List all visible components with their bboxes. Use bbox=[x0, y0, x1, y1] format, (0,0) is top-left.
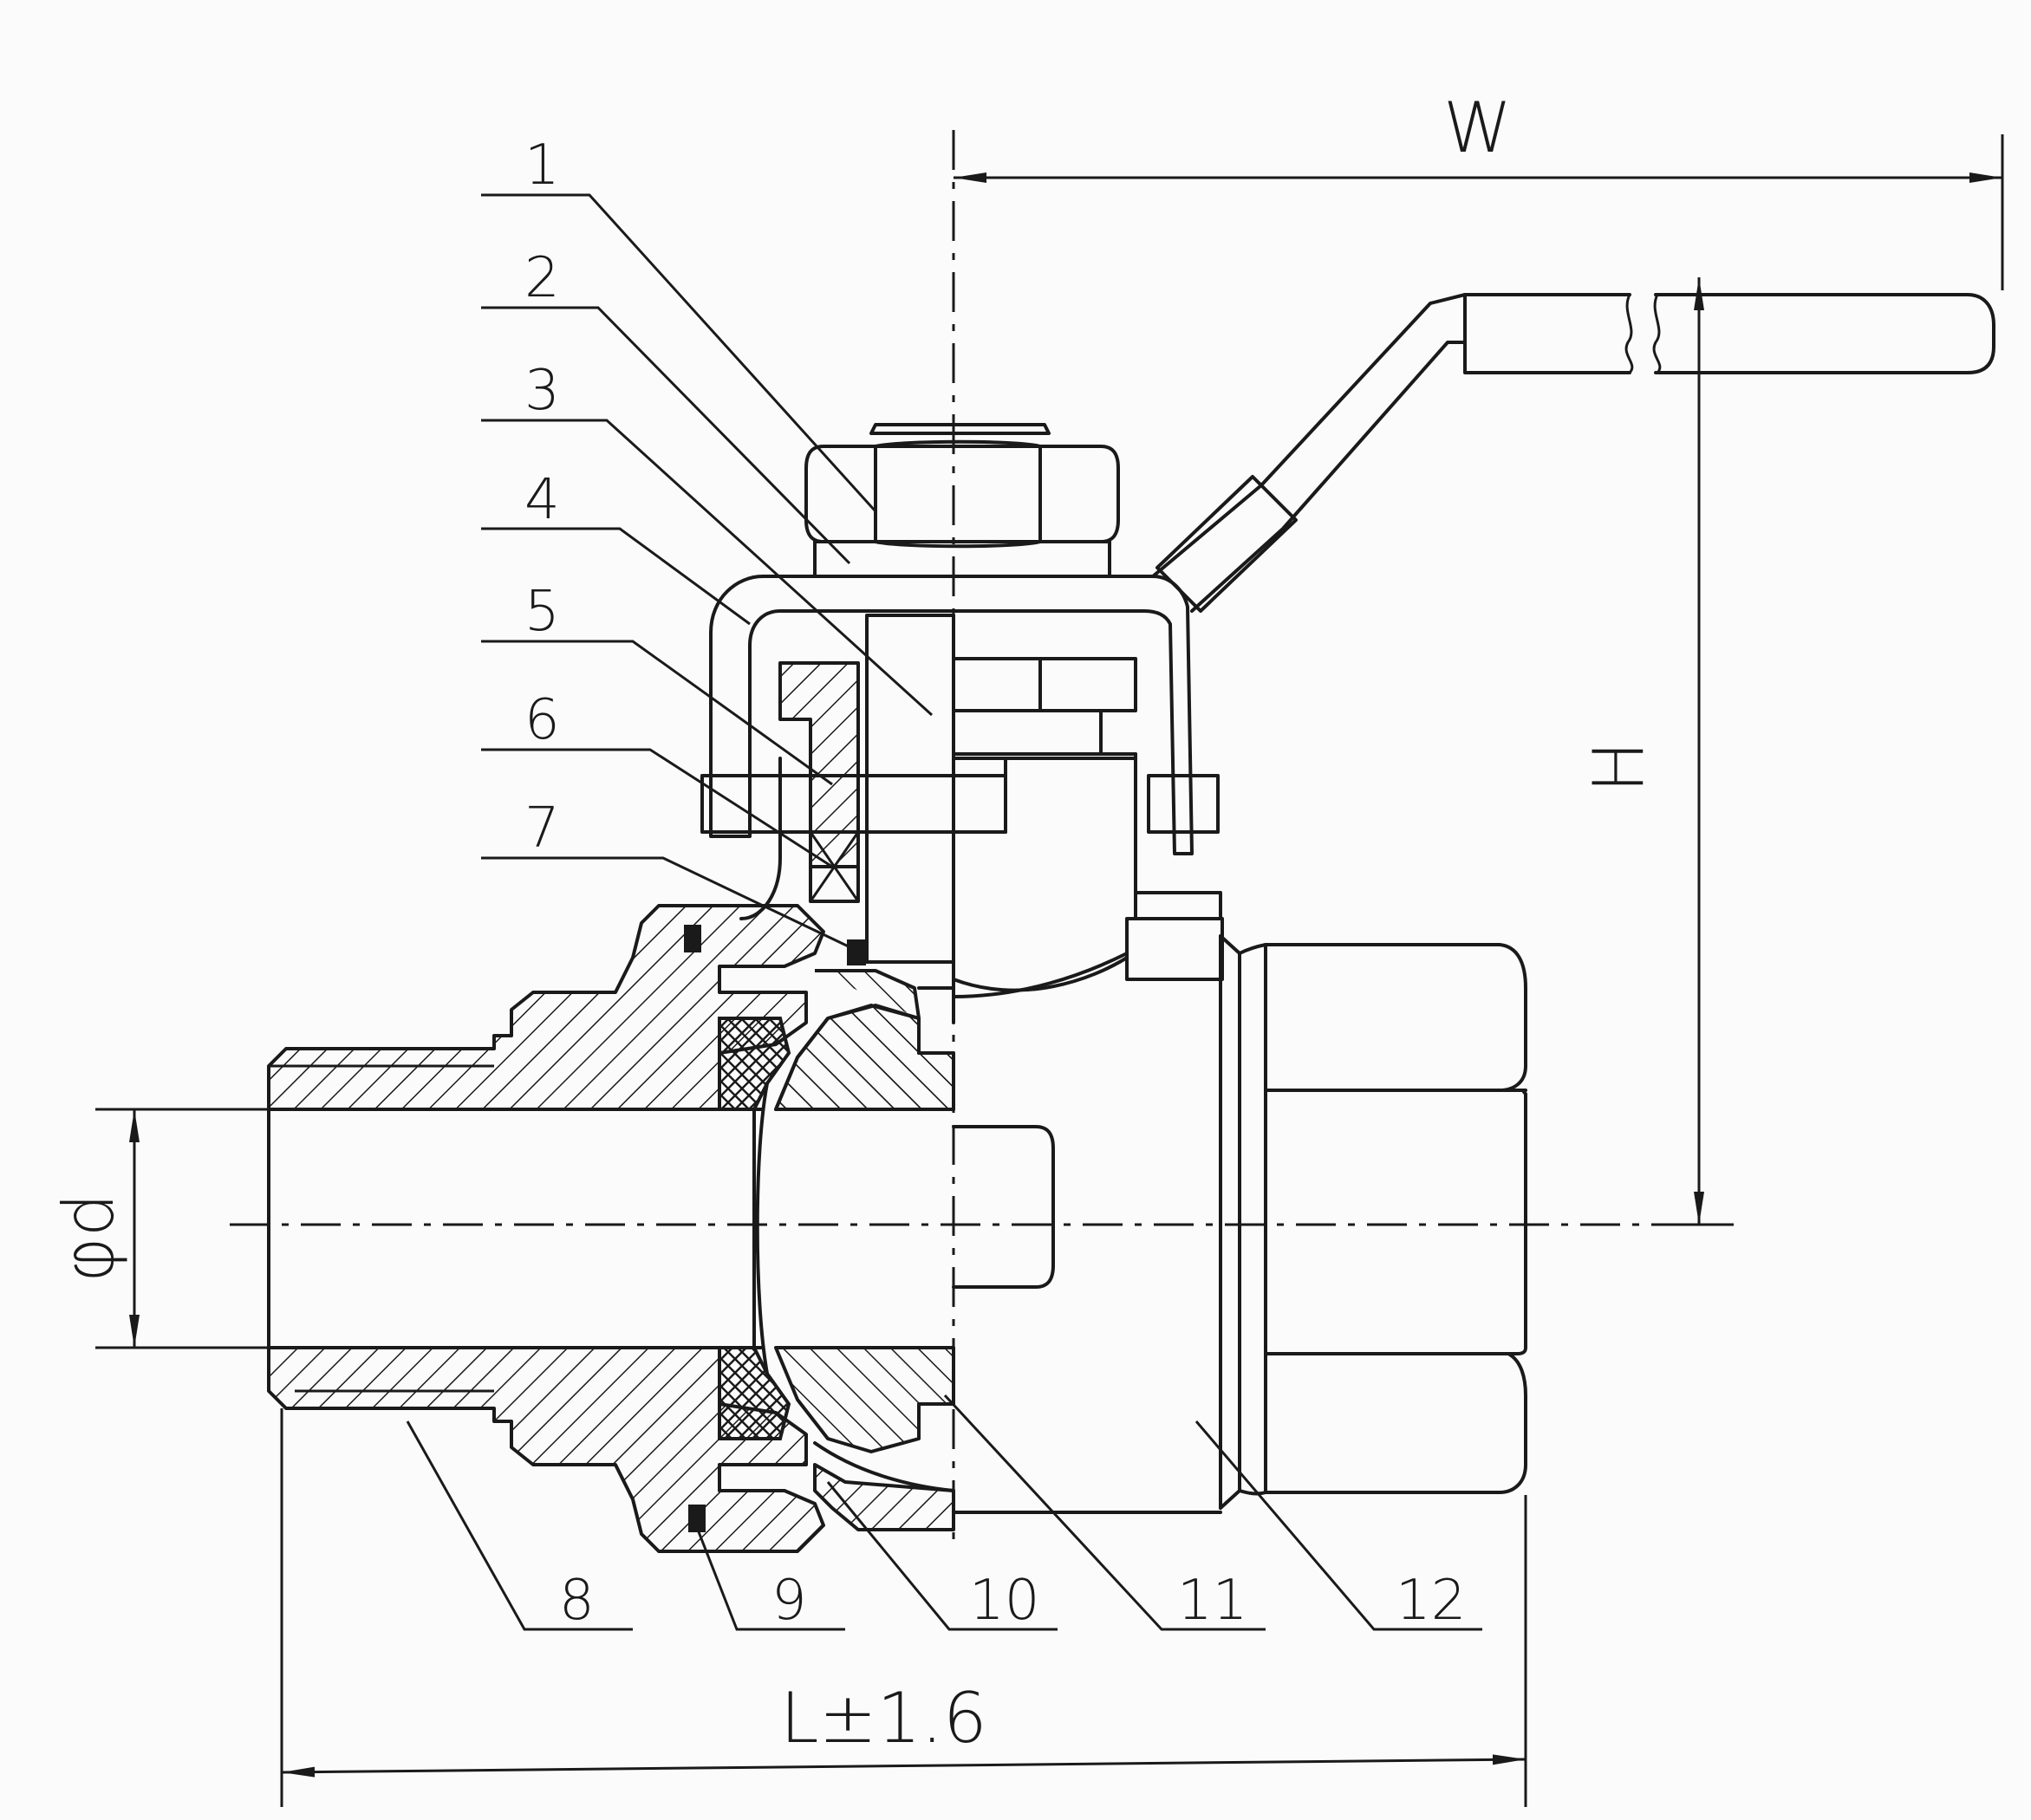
seat bbox=[718, 1017, 791, 1440]
valve-body bbox=[952, 752, 1527, 1514]
part-labels: 1 2 3 4 5 6 7 8 9 10 11 12 bbox=[524, 133, 1466, 1633]
part-label-3: 3 bbox=[524, 359, 560, 423]
dimension-labels: W H φd L±1.6 bbox=[49, 88, 1659, 1758]
part-label-4: 4 bbox=[524, 468, 560, 532]
end-connector bbox=[267, 904, 825, 1553]
part-label-1: 1 bbox=[524, 133, 560, 198]
handle-lever bbox=[1151, 293, 1995, 613]
part-label-2: 2 bbox=[524, 246, 560, 310]
body-section bbox=[774, 952, 1129, 1531]
part-label-8: 8 bbox=[559, 1569, 595, 1633]
centerlines bbox=[230, 130, 1734, 1551]
dimension-label-length: L±1.6 bbox=[780, 1678, 987, 1758]
dimension-label-bore: φd bbox=[49, 1193, 129, 1283]
dimension-label-w: W bbox=[1443, 88, 1512, 168]
top-nut bbox=[804, 423, 1120, 578]
part-label-10: 10 bbox=[969, 1569, 1039, 1633]
o-rings bbox=[684, 925, 866, 1532]
part-label-5: 5 bbox=[524, 580, 560, 644]
dimension-height bbox=[1664, 277, 1734, 1226]
dimension-width bbox=[954, 134, 2004, 290]
part-label-9: 9 bbox=[771, 1569, 807, 1633]
part-label-11: 11 bbox=[1177, 1569, 1247, 1633]
part-label-12: 12 bbox=[1396, 1569, 1466, 1633]
dimension-label-h: H bbox=[1579, 741, 1659, 793]
dimension-length bbox=[280, 1408, 1527, 1807]
dimension-bore bbox=[95, 1108, 269, 1349]
stem-assembly bbox=[700, 575, 1220, 1024]
part-label-6: 6 bbox=[524, 688, 560, 752]
leaders bbox=[406, 193, 1482, 1631]
part-label-7: 7 bbox=[524, 796, 560, 861]
